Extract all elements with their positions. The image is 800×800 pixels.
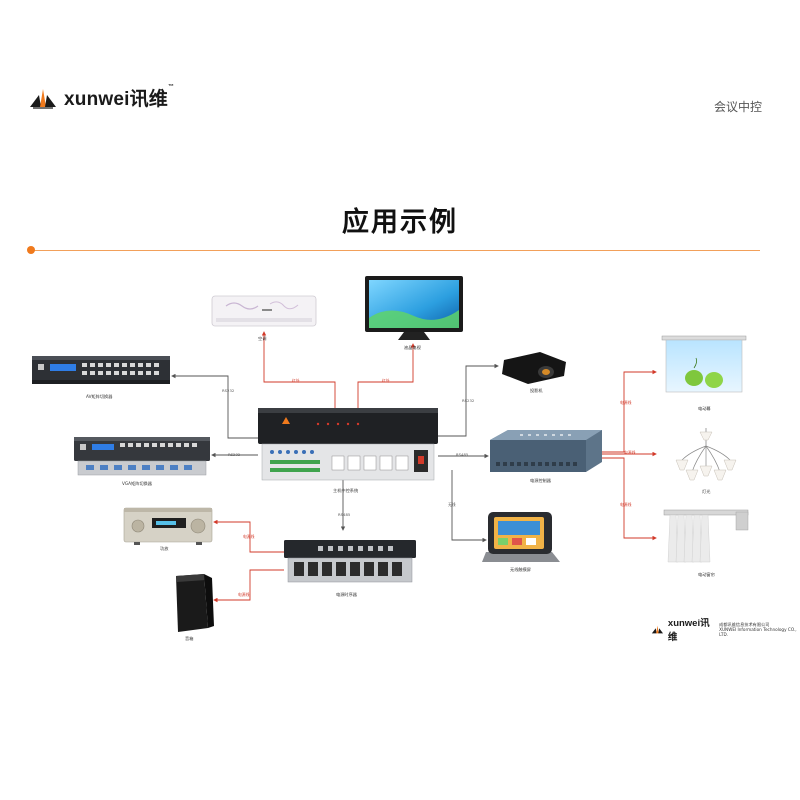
label-air-conditioner: 空调 [258, 336, 267, 341]
air-conditioner-icon [211, 295, 317, 327]
brand-logo: xunwei讯维™ [28, 84, 174, 111]
label-av-matrix: AV矩阵切换器 [86, 394, 113, 399]
label-central-controller: 主机中控系统 [333, 488, 359, 493]
power-controller-icon [490, 430, 602, 472]
footer-company-en: XUNWEI Information Technology CO., LTD. [719, 626, 797, 637]
wire-curtain [602, 457, 657, 541]
wire-touch-panel [451, 470, 487, 543]
speaker-icon [176, 574, 214, 632]
wire-label-power-spk: 电源线 [238, 592, 250, 597]
footer-company-cn: 成都讯维信息技术有限公司 [719, 621, 770, 627]
wire-label-power-screen: 电源线 [620, 400, 632, 405]
wire-lcd-tv [357, 343, 416, 408]
footer-brand-latin: xunwei [667, 618, 701, 629]
central-controller-icon [258, 408, 438, 481]
lcd-tv-icon [365, 276, 463, 340]
label-lcd-tv: 液晶电视 [404, 345, 421, 350]
wire-amplifier [213, 519, 284, 553]
label-lamp: 灯光 [702, 489, 711, 494]
label-vga-matrix: VGA矩阵切换器 [122, 481, 152, 486]
label-touch-panel: 无线触摸屏 [510, 567, 531, 572]
wire-label-rs232-av: RS232 [222, 388, 235, 393]
footer-brand-name: xunwei讯维 [668, 615, 715, 643]
wire-label-power-lamp: 电源线 [624, 450, 636, 455]
wire-label-power-amp: 电源线 [243, 534, 255, 539]
wire-label-wireless: 无线 [448, 502, 456, 507]
xunwei-logo-icon [30, 88, 56, 109]
wire-label-rs232-proj: RS232 [462, 398, 475, 403]
power-wires [213, 331, 657, 603]
chandelier-icon [675, 428, 737, 481]
label-power-controller: 电源控制器 [530, 478, 551, 483]
wire-screen [602, 369, 657, 453]
amplifier-icon [123, 507, 213, 545]
brand-name: xunwei讯维™ [64, 84, 174, 111]
projection-screen-icon [661, 335, 747, 393]
footer-company: 成都讯维信息技术有限公司 XUNWEI Information Technolo… [719, 622, 800, 637]
title-divider [30, 250, 760, 251]
curtain-icon [663, 509, 749, 563]
divider-dot [27, 246, 35, 254]
wire-label-rs485-seq: RS485 [338, 512, 351, 517]
brand-tm: ™ [168, 84, 175, 90]
wire-air-conditioner [261, 331, 336, 408]
brand-latin: xunwei [64, 89, 130, 110]
section-label: 会议中控 [713, 100, 762, 114]
footer-logo-icon [651, 625, 664, 633]
brand-cn: 讯维 [129, 89, 169, 110]
label-screen: 电动幕 [698, 406, 711, 411]
vga-matrix-icon [74, 437, 210, 476]
page-title: 应用示例 [342, 207, 458, 238]
footer-brand-cn: 讯维 [667, 618, 710, 643]
wire-label-rs485-power: RS485 [456, 452, 469, 457]
wire-label-ir-ac: 红外 [292, 378, 300, 383]
projector-icon [502, 352, 566, 384]
label-speaker: 音箱 [185, 636, 194, 641]
wire-projector [438, 363, 499, 437]
wire-av-matrix [171, 373, 258, 439]
wire-label-ir-tv: 红外 [382, 378, 390, 383]
wire-label-power-curtain: 电源线 [620, 502, 632, 507]
label-curtain: 电动窗帘 [698, 572, 715, 577]
power-sequencer-icon [284, 540, 416, 583]
label-amplifier: 功放 [160, 546, 169, 551]
control-wires [171, 363, 499, 543]
label-power-sequencer: 电源时序器 [336, 592, 357, 597]
wire-speaker [213, 569, 284, 603]
label-projector: 投影机 [530, 388, 543, 393]
touch-panel-icon [482, 512, 560, 562]
wire-label-rs232-vga: RS232 [228, 452, 241, 457]
av-matrix-icon [32, 356, 170, 384]
footer-brand: xunwei讯维 成都讯维信息技术有限公司 XUNWEI Information… [651, 615, 800, 643]
